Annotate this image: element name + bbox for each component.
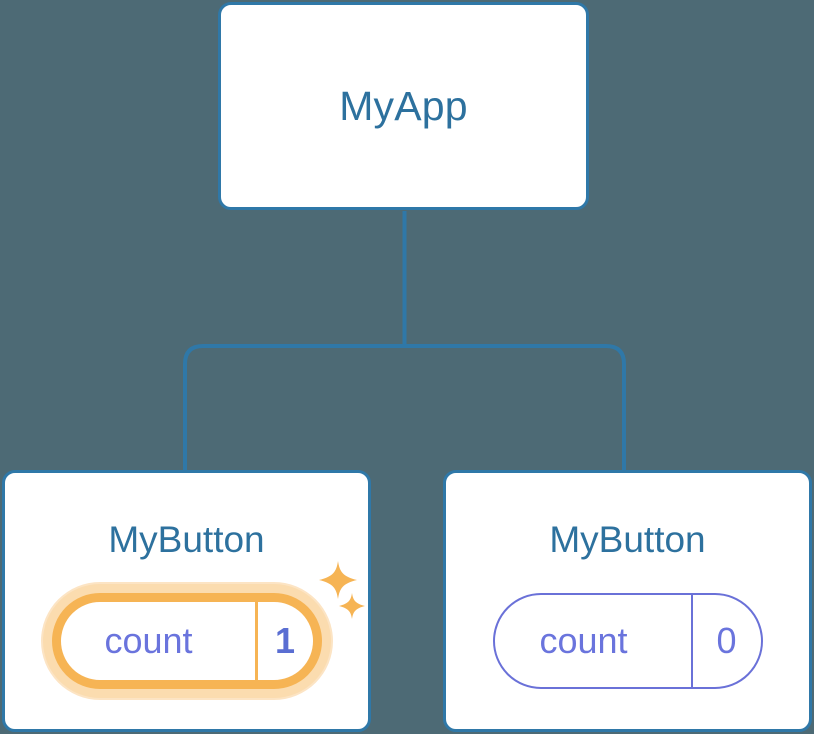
node-myapp[interactable]: MyApp — [218, 2, 589, 210]
state-value-left: 1 — [274, 620, 296, 661]
state-pill-wrapper-left: count 1 — [5, 593, 368, 689]
state-pill-right[interactable]: count 0 — [492, 593, 763, 689]
state-pill-wrapper-right: count 0 — [446, 593, 809, 689]
node-myapp-label: MyApp — [339, 82, 468, 129]
state-pill-left[interactable]: count 1 — [51, 593, 322, 689]
node-mybutton-right[interactable]: MyButton count 0 — [443, 470, 812, 732]
state-key-left: count — [104, 620, 193, 661]
state-pill-divider-right — [690, 595, 693, 687]
node-mybutton-right-label: MyButton — [549, 519, 706, 560]
state-pill-divider-left — [254, 602, 258, 680]
connector-branches — [183, 344, 626, 470]
state-key-right: count — [539, 620, 628, 661]
state-value-right: 0 — [716, 620, 737, 661]
node-mybutton-left[interactable]: MyButton count 1 — [2, 470, 371, 732]
node-mybutton-left-label: MyButton — [108, 519, 265, 560]
